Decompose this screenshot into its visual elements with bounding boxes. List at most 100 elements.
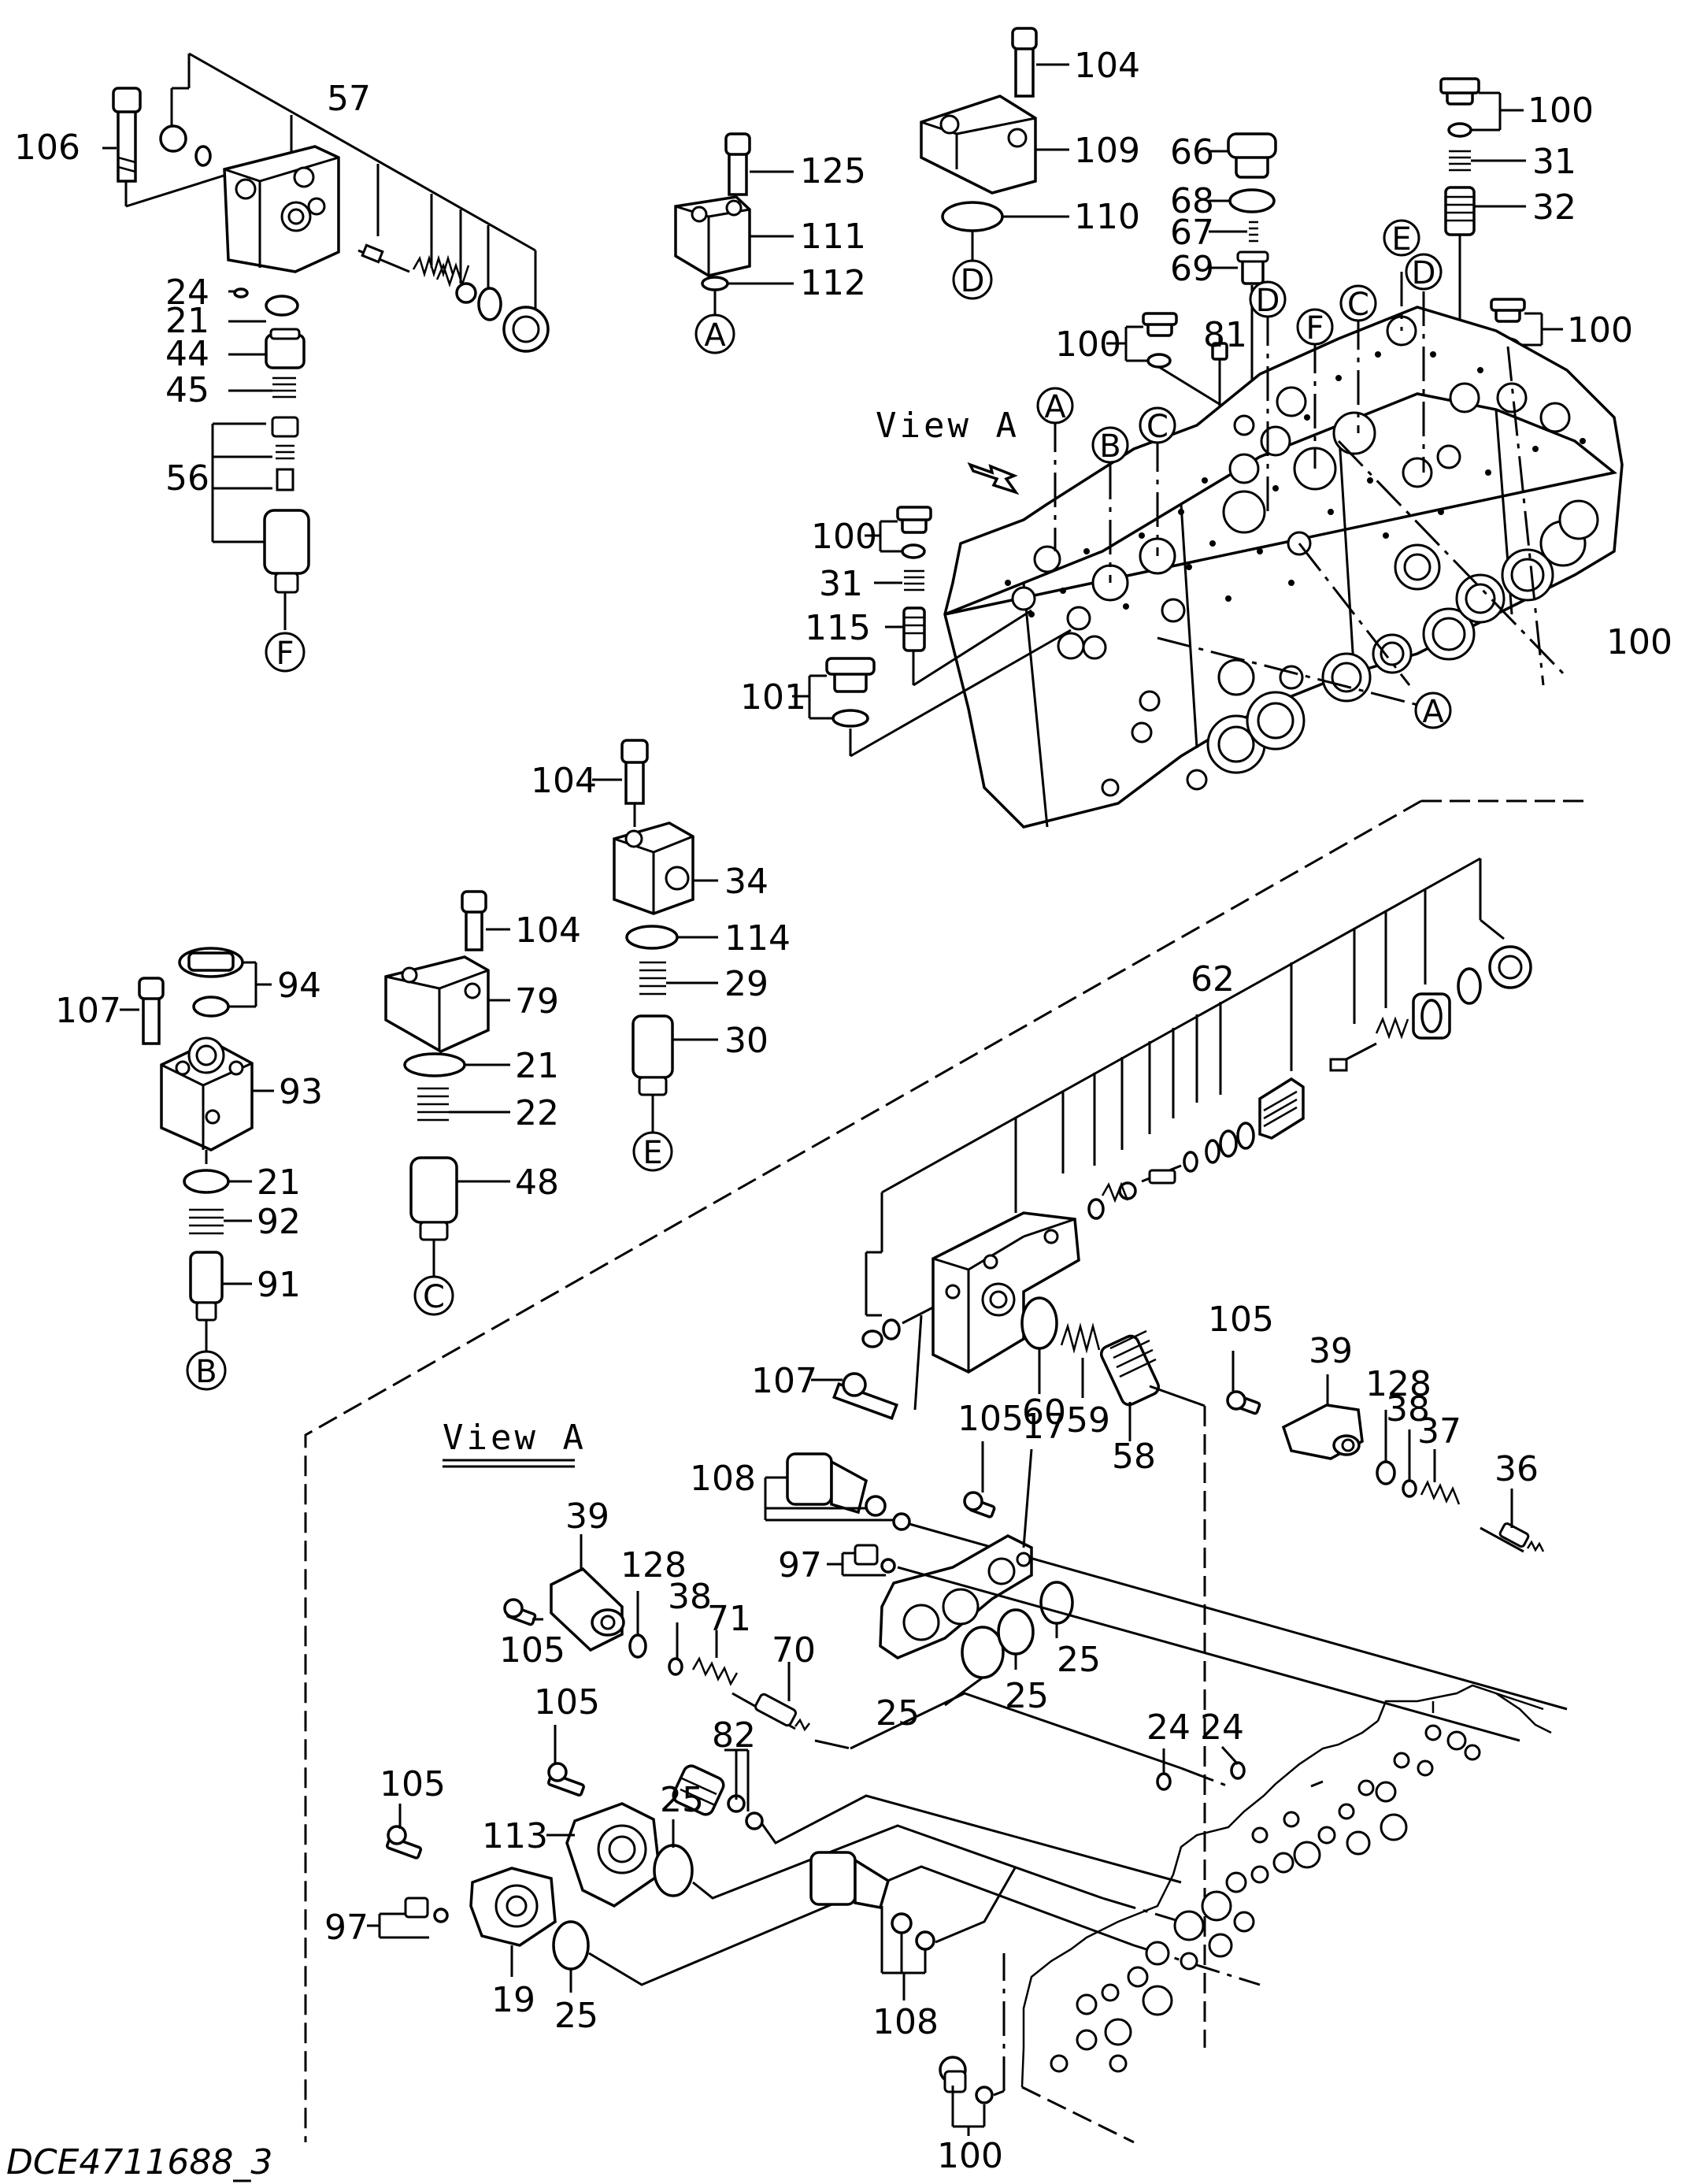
label-36: 36 <box>1494 1449 1539 1489</box>
callout-B-body: B <box>1099 428 1120 465</box>
label-70: 70 <box>772 1630 816 1670</box>
part-group-93 <box>120 947 274 1351</box>
callout-A: A <box>704 317 726 354</box>
label-25-e: 25 <box>554 1996 598 2036</box>
label-58: 58 <box>1112 1437 1156 1477</box>
label-39-a: 39 <box>1309 1331 1353 1371</box>
label-32: 32 <box>1532 187 1576 228</box>
callout-C: C <box>423 1279 445 1315</box>
label-107-left: 107 <box>55 991 121 1031</box>
label-94: 94 <box>277 966 321 1006</box>
label-57: 57 <box>327 79 371 119</box>
callout-C-body: C <box>1146 409 1169 445</box>
label-71: 71 <box>707 1599 751 1639</box>
label-100-bottom: 100 <box>937 2136 1003 2176</box>
label-104: 104 <box>1074 46 1140 86</box>
view-a-arrow <box>967 462 1020 495</box>
label-69: 69 <box>1170 249 1214 289</box>
label-19: 19 <box>491 1980 535 2020</box>
callout-A-body: A <box>1044 389 1066 425</box>
view-a-title-top: View A <box>876 406 1020 446</box>
label-128-a: 128 <box>1365 1364 1431 1404</box>
label-68: 68 <box>1170 181 1214 221</box>
label-101: 101 <box>740 677 806 717</box>
callout-A-body-2: A <box>1422 694 1444 730</box>
label-25-c: 25 <box>1057 1640 1101 1680</box>
label-62: 62 <box>1191 959 1235 999</box>
part-labels: 57 106 24 21 44 45 56 125 111 112 104 10… <box>14 46 1672 2176</box>
label-109: 109 <box>1074 131 1140 171</box>
label-100-left: 100 <box>811 517 877 557</box>
label-25-b: 25 <box>1005 1676 1049 1716</box>
callout-D-body: D <box>1256 283 1280 319</box>
part-group-34 <box>592 739 718 1133</box>
label-59: 59 <box>1066 1400 1110 1441</box>
view-a-title-section-group: View A <box>443 1418 587 1468</box>
label-79: 79 <box>515 981 559 1022</box>
label-30: 30 <box>724 1021 769 1061</box>
callout-F: F <box>276 636 294 672</box>
label-25-a: 25 <box>876 1693 920 1733</box>
label-39-b: 39 <box>565 1496 609 1537</box>
label-24: 24 <box>165 273 209 313</box>
label-31-left: 31 <box>819 564 863 604</box>
part-group-70 <box>503 1534 1324 1788</box>
label-115: 115 <box>805 608 871 648</box>
label-111: 111 <box>800 217 866 257</box>
label-104-c: 104 <box>515 910 581 951</box>
label-104-b: 104 <box>531 761 597 801</box>
oring-24-left <box>1156 1772 1172 1791</box>
label-100-mid: 100 <box>1055 324 1121 365</box>
callout-F-body: F <box>1306 310 1324 347</box>
label-128-b: 128 <box>620 1545 687 1585</box>
label-81: 81 <box>1203 315 1247 355</box>
callout-E: E <box>643 1135 662 1171</box>
label-82: 82 <box>712 1715 756 1756</box>
view-a-title-section: View A <box>443 1418 587 1458</box>
part-group-79 <box>384 890 510 1276</box>
label-113: 113 <box>482 1816 548 1856</box>
part-group-100-31-115-101 <box>792 506 1072 758</box>
label-97-a: 97 <box>778 1545 822 1585</box>
label-112: 112 <box>800 263 866 303</box>
label-24-b: 24 <box>1200 1708 1244 1748</box>
part-group-62 <box>811 857 1532 2048</box>
label-45: 45 <box>165 370 209 410</box>
label-107-right: 107 <box>751 1361 817 1401</box>
label-105-d: 105 <box>534 1682 600 1722</box>
label-100-far-right: 100 <box>1606 622 1672 662</box>
part-group-111 <box>674 132 794 315</box>
part-group-57 <box>102 52 550 630</box>
label-100-top-right: 100 <box>1528 91 1594 131</box>
callout-B: B <box>195 1354 217 1390</box>
label-21-b: 21 <box>515 1046 559 1086</box>
label-100-right: 100 <box>1567 310 1633 350</box>
callout-letters: F A D B C E A B C D F C E D A <box>186 219 1452 1391</box>
label-105-e: 105 <box>380 1764 446 1804</box>
label-31-top-right: 31 <box>1532 142 1576 182</box>
drawing-code: DCE4711688_3 <box>6 2142 272 2182</box>
part-group-113 <box>367 1725 1261 2136</box>
part-group-109 <box>920 27 1069 260</box>
label-48: 48 <box>515 1162 559 1203</box>
label-108-b: 108 <box>872 2002 939 2042</box>
label-110: 110 <box>1074 197 1140 237</box>
label-22: 22 <box>515 1093 559 1133</box>
callout-E-body: E <box>1391 221 1411 258</box>
oring-24-right <box>1230 1761 1246 1780</box>
part-group-100-31-32 <box>1106 77 1563 411</box>
part-group-39-36 <box>1226 1351 1545 1553</box>
label-97-b: 97 <box>324 1908 369 1948</box>
label-67: 67 <box>1170 213 1214 253</box>
label-92: 92 <box>257 1202 301 1242</box>
part-group-17 <box>764 1441 1568 1742</box>
label-29: 29 <box>724 964 769 1004</box>
label-114: 114 <box>724 918 791 959</box>
label-38-a: 38 <box>1386 1389 1430 1429</box>
label-105-a: 105 <box>1208 1300 1274 1340</box>
label-24-a: 24 <box>1146 1708 1191 1748</box>
control-valve-body <box>943 272 1624 829</box>
valve-body-section-outline <box>1020 1684 1552 2144</box>
label-106: 106 <box>14 128 80 168</box>
